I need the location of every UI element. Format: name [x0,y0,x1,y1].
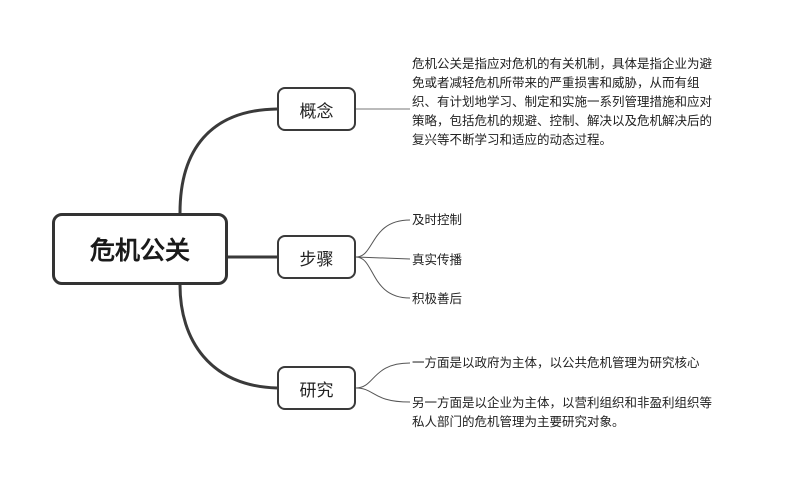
leaf-concept-definition[interactable]: 危机公关是指应对危机的有关机制，具体是指企业为避免或者减轻危机所带来的严重损害和… [412,56,713,147]
edge-root-concept [178,107,278,214]
edge-root-study [178,284,278,390]
branch-steps-label: 步骤 [299,249,334,270]
leaf-study-enterprise[interactable]: 另一方面是以企业为主体，以营利组织和非盈利组织等私人部门的危机管理为主要研究对象… [412,395,713,429]
branch-concept[interactable]: 概念 [277,87,356,131]
branch-steps[interactable]: 步骤 [277,235,356,279]
leaf-step-timely-control[interactable]: 及时控制 [412,212,463,227]
edge-steps-3 [355,256,411,299]
edge-study-2 [355,387,411,403]
branch-study[interactable]: 研究 [277,366,356,410]
branch-concept-label: 概念 [299,101,334,122]
root-node[interactable]: 危机公关 [52,213,228,285]
edge-study-1 [355,362,411,389]
leaf-study-government[interactable]: 一方面是以政府为主体，以公共危机管理为研究核心 [412,355,700,370]
root-label: 危机公关 [89,236,190,265]
edge-steps-2 [355,256,411,260]
leaf-step-truthful-communication[interactable]: 真实传播 [412,252,463,267]
branch-study-label: 研究 [299,380,334,401]
edge-steps-1 [355,219,411,258]
leaf-step-active-aftermath[interactable]: 积极善后 [412,291,463,306]
